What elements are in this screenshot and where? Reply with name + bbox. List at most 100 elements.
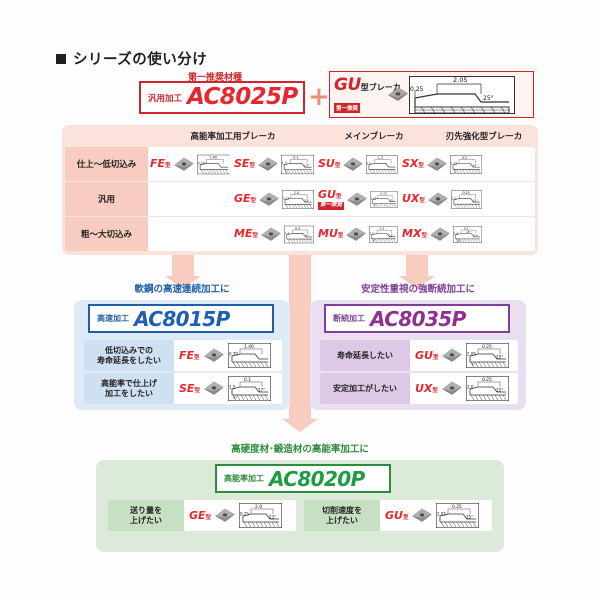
svg-text:0.25: 0.25 xyxy=(452,504,462,510)
insert-3d-icon xyxy=(346,227,367,241)
matrix-header-row: 高能率加工用ブレーカ メインブレーカ 刃先強化型ブレーカ xyxy=(62,125,538,147)
svg-text:2.05: 2.05 xyxy=(437,512,446,517)
matrix-cell-0-1-type-code: SE型 xyxy=(234,157,255,171)
hero-usage-label: 汎用加工 xyxy=(148,93,183,104)
matrix-cell-2-3-type: MX型 xyxy=(402,228,427,240)
green-row-1-type-code: GU型 xyxy=(385,508,409,522)
matrix-row-label: 粗～大切込み xyxy=(65,217,148,251)
svg-text:4°: 4° xyxy=(373,238,377,242)
arrow-to-green xyxy=(282,255,318,432)
blue-grade-box: 高速加工 AC8015P xyxy=(88,304,274,333)
purple-row-1-type: UX型 xyxy=(415,383,438,395)
svg-text:0.4: 0.4 xyxy=(473,233,478,237)
svg-text:0.25: 0.25 xyxy=(462,191,469,195)
bullet-square-icon xyxy=(56,53,66,64)
blue-row-0-type: FE型 xyxy=(179,350,200,362)
matrix-cell-2-2-type: MU型 xyxy=(318,228,343,240)
blue-row-0-body[interactable]: FE型 1.40 0.70 xyxy=(174,340,282,371)
blue-row-1-label-line2: 加工をしたい xyxy=(105,388,153,398)
svg-text:7°: 7° xyxy=(373,203,376,207)
svg-text:7°: 7° xyxy=(471,362,475,367)
matrix-cell-2-1-type: ME型 xyxy=(234,228,258,240)
blue-row-0-profile: 1.40 0.70 xyxy=(227,343,271,368)
blue-row-0-type-kata: 型 xyxy=(194,354,200,361)
svg-text:0.1: 0.1 xyxy=(244,377,251,383)
svg-text:1.35: 1.35 xyxy=(451,161,458,165)
green-row-0-type-code: GE型 xyxy=(189,508,212,522)
matrix-cell-1-0-empty xyxy=(148,182,232,216)
blue-caption: 軟鋼の高速連続加工に xyxy=(134,284,230,295)
svg-text:2.05: 2.05 xyxy=(467,352,476,357)
matrix-header-0: 高能率加工用ブレーカ xyxy=(190,132,276,142)
svg-text:20°: 20° xyxy=(456,238,461,242)
svg-text:25°: 25° xyxy=(496,355,503,360)
matrix-cell-1-3-type: UX型 xyxy=(402,193,425,205)
purple-row-1-label: 安定加工がしたい xyxy=(320,373,410,404)
svg-text:15°: 15° xyxy=(472,163,478,167)
matrix-cell-0-0-type: FE型 xyxy=(150,158,171,170)
matrix-cell-0-3-type: SX型 xyxy=(402,158,424,170)
matrix-cell-0-3-type-code: SX型 xyxy=(402,157,424,171)
svg-text:17°: 17° xyxy=(258,388,265,393)
matrix-cell-2-1-type-kata: 型 xyxy=(252,233,258,240)
svg-text:2.0: 2.0 xyxy=(294,190,299,194)
matrix-cell-0-0-type-code: FE型 xyxy=(150,157,171,171)
svg-text:0.25: 0.25 xyxy=(482,344,492,350)
svg-text:5°: 5° xyxy=(285,169,289,173)
matrix-row-label: 仕上～低切込み xyxy=(65,147,148,181)
insert-3d-icon xyxy=(173,157,194,171)
matrix-header-2: 刃先強化型ブレーカ xyxy=(445,132,523,142)
svg-text:1.40: 1.40 xyxy=(244,344,254,350)
page-title-text: シリーズの使い分け xyxy=(73,52,208,68)
matrix-cell-0-3-type-kata: 型 xyxy=(418,163,424,170)
svg-text:0.3: 0.3 xyxy=(295,226,300,230)
matrix-cell-1-3-type-kata: 型 xyxy=(419,198,425,205)
svg-text:0.25: 0.25 xyxy=(482,377,492,383)
matrix-cell-0-2-type: SU型 xyxy=(318,158,340,170)
insert-3d-icon xyxy=(215,508,235,522)
insert-3d-icon xyxy=(412,508,433,522)
matrix-cell-1-1-type-code: GE型 xyxy=(234,192,257,206)
green-caption: 高硬度材･鍛造材の高能率加工に xyxy=(231,444,369,455)
blue-row-1-type-kata: 型 xyxy=(194,387,200,394)
svg-text:2.05: 2.05 xyxy=(371,196,377,200)
insert-3d-icon xyxy=(442,381,462,395)
svg-text:0.1: 0.1 xyxy=(293,155,298,159)
svg-text:0.2: 0.2 xyxy=(464,226,469,230)
blue-row-0-label-line2: 寿命延長をしたい xyxy=(97,355,161,365)
svg-text:2.0: 2.0 xyxy=(255,504,262,510)
matrix-cell-1-2-badge: 第一推奨 xyxy=(318,202,345,210)
hero-grade-code: AC8025P xyxy=(187,84,298,110)
blue-row-1-type: SE型 xyxy=(179,383,200,395)
insert-3d-icon xyxy=(428,192,448,206)
svg-text:0.70: 0.70 xyxy=(229,352,238,357)
purple-row-0-label-line1: 寿命延長したい xyxy=(337,350,393,360)
svg-text:20°: 20° xyxy=(389,233,394,237)
green-row-0-label-line1: 送り量を xyxy=(130,505,162,515)
hero-breaker-title: GU型ブレーカ xyxy=(334,75,401,95)
